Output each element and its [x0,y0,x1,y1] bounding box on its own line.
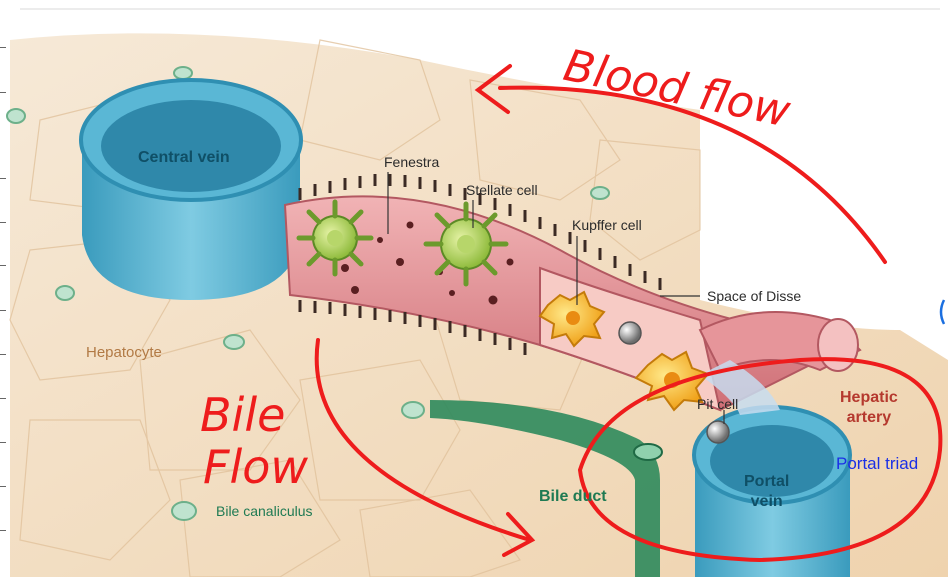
hepatic-artery-label-line2: artery [840,408,898,428]
central-vein-label: Central vein [138,148,230,168]
space-of-disse-label: Space of Disse [707,288,801,304]
bile-canaliculus-label: Bile canaliculus [216,503,313,519]
pit-cell-2 [707,421,729,443]
hepatocyte-label: Hepatocyte [86,344,162,361]
hepatic-artery-label-line1: Hepatic [840,388,898,408]
hepatic-artery-label: Hepatic artery [840,388,898,428]
portal-vein-label-line2: vein [744,492,789,512]
pit-cell-label: Pit cell [697,396,738,412]
kupffer-cell-label: Kupffer cell [572,217,642,233]
stellate-cell-label: Stellate cell [466,182,538,198]
portal-vein-label: Portal vein [744,472,789,512]
stellate-cell-1 [299,202,371,274]
bile-flow-annotation-line1: Bile [200,388,285,442]
fenestra-label: Fenestra [384,154,439,170]
bile-duct-label: Bile duct [539,488,607,506]
pit-cell-1 [619,322,641,344]
portal-triad-label: Portal triad [836,454,918,474]
central-vein [81,80,301,300]
bile-flow-annotation-line2: Flow [203,440,308,494]
stellate-cell-2 [426,204,506,284]
portal-vein-label-line1: Portal [744,472,789,492]
